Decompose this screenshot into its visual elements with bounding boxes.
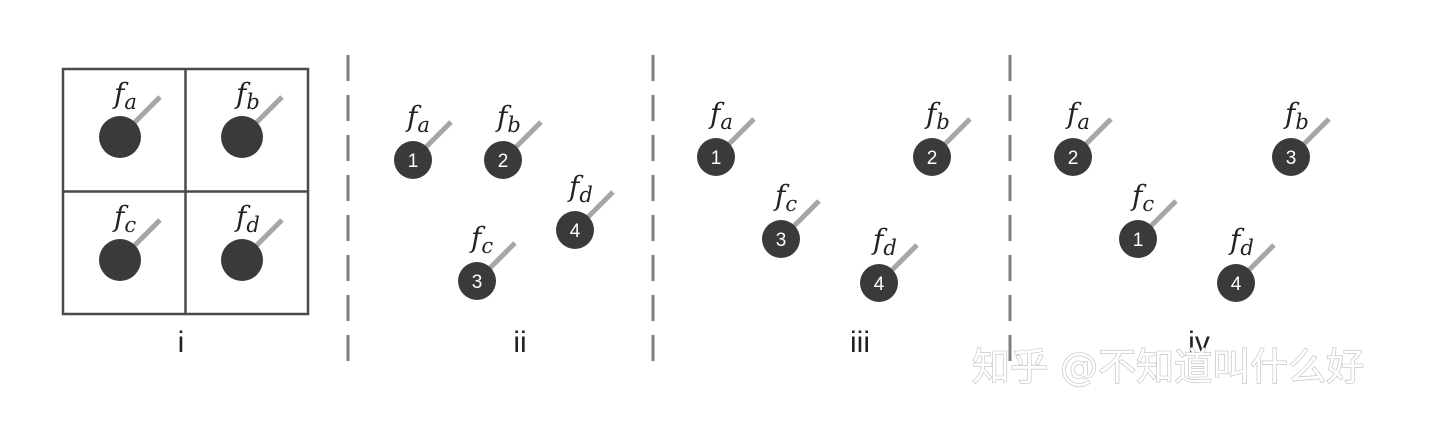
node-d-panel-i: fd [221,200,284,281]
node-function-label: fb [1283,97,1309,134]
node-b-panel-iii: 2 fb [913,97,972,176]
node-circle [99,116,141,158]
node-number: 2 [1068,148,1079,169]
panel-label-i: i [178,326,185,359]
node-number: 1 [408,151,419,172]
watermark-text: 知乎 @不知道叫什么好 [972,345,1364,389]
node-number: 4 [570,221,581,242]
panel-label-ii: ii [513,326,526,359]
node-circle [484,141,522,179]
node-a-panel-ii: 1 fa [394,100,453,179]
node-d-panel-iv: 4 fd [1217,223,1276,302]
node-c-panel-i: fc [99,200,162,281]
node-function-label: fb [495,100,521,137]
node-function-label: fb [234,77,260,114]
node-number: 2 [927,148,938,169]
node-number: 3 [1286,148,1297,169]
function-subscript: c [124,213,136,237]
panel-i-grid [61,67,310,316]
node-number: 4 [874,274,885,295]
function-subscript: a [720,110,733,134]
node-d-panel-iii: 4 fd [860,223,919,302]
node-number: 1 [1133,230,1144,251]
node-circle [697,138,735,176]
function-subscript: a [417,113,430,137]
node-circle [221,239,263,281]
function-subscript: a [1077,110,1090,134]
function-subscript: c [481,234,493,258]
node-circle [1217,264,1255,302]
node-number: 4 [1231,274,1242,295]
function-subscript: b [1295,110,1308,134]
node-circle [1272,138,1310,176]
node-a-panel-i: fa [99,77,162,158]
node-circle [1119,220,1157,258]
node-circle [556,211,594,249]
node-a-panel-iv: 2 fa [1054,97,1113,176]
node-circle [394,141,432,179]
node-function-label: fc [773,179,797,216]
node-b-panel-ii: 2 fb [484,100,543,179]
function-subscript: b [507,113,520,137]
node-function-label: fd [871,223,897,260]
node-circle [913,138,951,176]
node-function-label: fa [708,97,733,134]
function-subscript: d [246,213,259,237]
function-subscript: d [579,183,592,207]
function-subscript: b [936,110,949,134]
node-circle [860,264,898,302]
node-function-label: fd [567,170,593,207]
node-number: 1 [711,148,722,169]
node-c-panel-iii: 3 fc [762,179,821,258]
node-circle [99,239,141,281]
function-subscript: d [883,236,896,260]
nodes-layer: fa fb fc fd 1 fa 2 fb 3 fc 4 fd 1 fa 2 fb 3 fc 4 fd 2 fa 3 fb 1 f… [99,77,1331,302]
node-function-label: fa [1065,97,1090,134]
node-function-label: fc [1130,179,1154,216]
node-a-panel-iii: 1 fa [697,97,756,176]
node-circle [1054,138,1092,176]
node-b-panel-iv: 3 fb [1272,97,1331,176]
node-c-panel-iv: 1 fc [1119,179,1178,258]
node-function-label: fa [405,100,430,137]
node-function-label: fd [1228,223,1254,260]
node-d-panel-ii: 4 fd [556,170,615,249]
function-subscript: d [1240,236,1253,260]
node-circle [458,262,496,300]
panel-label-iii: iii [850,326,870,359]
node-b-panel-i: fb [221,77,284,158]
node-function-label: fc [112,200,136,237]
panel-label-iv: iv [1188,326,1210,359]
node-function-label: fb [924,97,950,134]
function-subscript: c [1142,192,1154,216]
node-number: 2 [498,151,509,172]
node-function-label: fd [234,200,260,237]
node-function-label: fa [112,77,137,114]
node-number: 3 [472,272,483,293]
node-number: 3 [776,230,787,251]
function-subscript: c [785,192,797,216]
node-c-panel-ii: 3 fc [458,221,517,300]
function-subscript: a [124,90,137,114]
node-circle [762,220,800,258]
node-function-label: fc [469,221,493,258]
function-subscript: b [246,90,259,114]
node-circle [221,116,263,158]
